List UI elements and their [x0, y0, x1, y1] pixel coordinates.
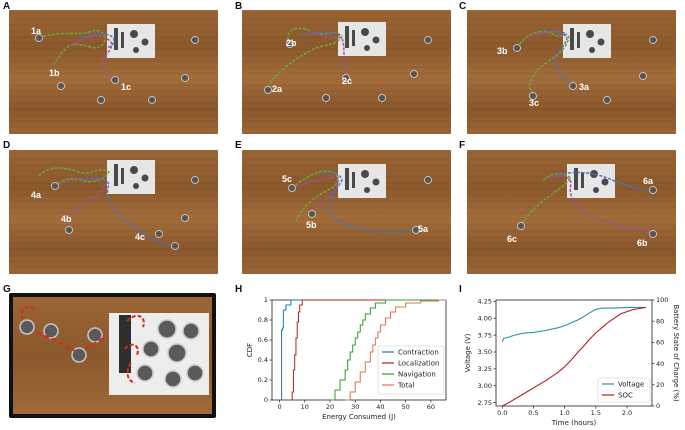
legend-entry: SOC	[618, 392, 633, 400]
series-line-contraction	[280, 299, 446, 401]
photo-panel-b: 2b 2a 2c	[242, 10, 451, 134]
x-tick-label: 0.5	[528, 409, 538, 417]
photo-panel-a: 1a 1b 1c	[9, 10, 218, 134]
y-tick-label: 3.25	[478, 365, 492, 373]
location-label-4b: 4b	[61, 214, 72, 224]
y-tick-label: 3.50	[478, 348, 492, 356]
location-label-2b: 2b	[286, 38, 297, 48]
photo-panel-g	[9, 293, 216, 418]
y-tick-label: 2.75	[478, 399, 492, 407]
plot-frame	[495, 299, 653, 407]
location-label-5b: 5b	[306, 220, 317, 230]
y-tick-label: 3.75	[478, 331, 492, 339]
legend-entry: Navigation	[398, 371, 436, 379]
x-tick-label: 0	[277, 403, 281, 411]
location-label-4a: 4a	[31, 190, 42, 200]
y-tick-label: 4.00	[478, 314, 492, 322]
y2-tick-label: 20	[656, 381, 664, 389]
photo-panel-c: 3b 3c 3a	[467, 10, 676, 134]
trajectory-map-e: 5c 5b 5a	[282, 164, 432, 234]
x-tick-label: 30	[351, 403, 359, 411]
panel-letter-f: F	[459, 140, 466, 151]
legend-entry: Contraction	[398, 349, 439, 357]
y-tick-label: 4.25	[478, 298, 492, 306]
panel-letter-e: E	[235, 140, 242, 151]
y-tick-label: 0.8	[258, 316, 268, 324]
x-tick-label: 60	[427, 403, 435, 411]
x-tick-label: 50	[402, 403, 410, 411]
x-tick-label: 40	[376, 403, 384, 411]
location-label-3b: 3b	[497, 46, 508, 56]
panel-letter-c: C	[459, 1, 467, 12]
trajectory-map-d: 4a 4b 4c	[31, 160, 199, 250]
photo-panel-f: 6a 6c 6b	[467, 150, 676, 274]
y-tick-label: 0.6	[258, 336, 268, 344]
location-label-1b: 1b	[49, 68, 60, 78]
location-label-2c: 2c	[342, 76, 352, 86]
y2-tick-label: 60	[656, 339, 664, 347]
x-tick-label: 20	[326, 403, 334, 411]
y-axis-label: CDF	[246, 343, 254, 357]
legend-entry: Voltage	[618, 381, 644, 389]
y2-tick-label: 40	[656, 360, 664, 368]
legend-entry: Total	[397, 382, 414, 390]
x-tick-label: 2.0	[622, 409, 632, 417]
photo-panel-d: 4a 4b 4c	[9, 150, 218, 274]
energy-cdf-chart: 0 10 20 30 40 50 60 0 0.2 0.4 0.6 0.8 1 Energy Consu…	[246, 296, 447, 421]
y-tick-label: 0.2	[258, 376, 268, 384]
y-tick-label: 0.4	[258, 356, 268, 364]
y2-tick-label: 80	[656, 317, 664, 325]
x-axis-label: Time (hours)	[551, 419, 597, 427]
battery-chart: 0.0 0.5 1.0 1.5 2.0 2.75 3.00 3.25 3.50 3.75 4.00 4…	[464, 296, 680, 427]
location-label-2a: 2a	[272, 84, 283, 94]
series-line-voltage	[501, 306, 646, 343]
location-label-3a: 3a	[579, 82, 590, 92]
series-line-soc	[501, 306, 646, 407]
location-label-1a: 1a	[31, 26, 42, 36]
panel-letter-g: G	[3, 284, 11, 295]
x-tick-label: 1.0	[559, 409, 569, 417]
y-tick-label: 1	[264, 296, 268, 304]
robot-closeup	[13, 297, 212, 414]
y2-axis-label: Battery State of Charge (%)	[672, 304, 680, 402]
trajectory-map-a: 1a 1b 1c	[31, 24, 199, 104]
panel-letter-b: B	[235, 1, 243, 12]
panel-letter-h: H	[235, 284, 243, 295]
photo-panel-e: 5c 5b 5a	[242, 150, 451, 274]
trajectory-map-b: 2b 2a 2c	[264, 22, 432, 102]
x-tick-label: 0.0	[497, 409, 507, 417]
x-tick-label: 1.5	[591, 409, 601, 417]
trajectory-map-c: 3b 3c 3a	[497, 24, 657, 108]
series-line-navigation	[330, 299, 446, 401]
location-label-6b: 6b	[637, 238, 648, 248]
y2-tick-label: 0	[656, 402, 660, 410]
panel-letter-a: A	[3, 1, 11, 12]
series-line-localization	[290, 299, 446, 401]
y-tick-label: 0	[264, 396, 268, 404]
location-label-3c: 3c	[529, 98, 539, 108]
trajectory-map-f: 6a 6c 6b	[507, 164, 657, 248]
location-label-4c: 4c	[135, 232, 145, 242]
location-label-5a: 5a	[418, 224, 429, 234]
panel-letter-d: D	[3, 140, 11, 151]
location-label-5c: 5c	[282, 174, 292, 184]
panel-letter-i: I	[459, 284, 462, 295]
location-label-6a: 6a	[643, 176, 654, 186]
y2-tick-label: 100	[656, 296, 668, 304]
x-axis-label: Energy Consumed (J)	[322, 413, 396, 421]
x-tick-label: 10	[301, 403, 309, 411]
legend-box	[377, 345, 445, 395]
location-label-1c: 1c	[121, 82, 131, 92]
legend-entry: Localization	[398, 360, 439, 368]
y-tick-label: 3.00	[478, 382, 492, 390]
y-axis-label: Voltage (V)	[464, 333, 472, 372]
location-label-6c: 6c	[507, 234, 517, 244]
series-line-total	[345, 299, 446, 401]
